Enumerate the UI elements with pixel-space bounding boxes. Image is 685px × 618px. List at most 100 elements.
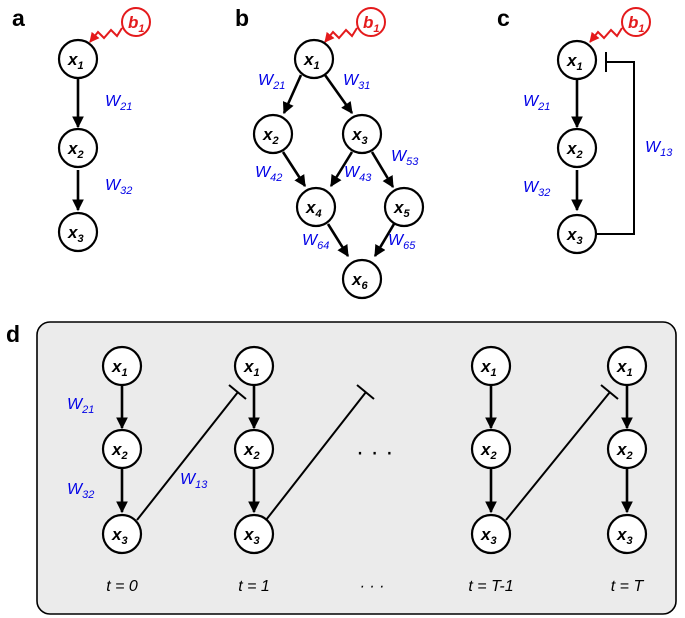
panel-label-a: a [12, 5, 25, 31]
node-x1-label: x1 [67, 50, 84, 72]
panel-label-c: c [497, 5, 510, 31]
node-x5-label: x5 [393, 198, 410, 220]
node-x3-label: x3 [111, 525, 128, 547]
node-x2 [57, 127, 99, 169]
node-x2-label: x2 [67, 139, 84, 161]
weight-label-w21: W21 [523, 93, 550, 113]
perturbation-label: b1 [628, 13, 645, 35]
node-x3-label: x3 [566, 225, 583, 247]
node-x2-label: x2 [616, 440, 633, 462]
time-step-0: x1 x2 x3 W21 W32 W13 [67, 345, 208, 555]
time-label-ellipsis: · · · [360, 578, 385, 595]
panel-c: b1 x1 x2 x3 W21 W32 W13 [523, 7, 673, 255]
ellipsis: · · · [356, 439, 393, 466]
edge-x3-x5 [370, 151, 395, 189]
node-x2 [606, 428, 648, 470]
weight-label-w31: W31 [343, 72, 370, 92]
node-x2-label: x2 [566, 139, 583, 161]
node-x3-label: x3 [67, 223, 84, 245]
time-label-T: t = T [611, 578, 645, 595]
inhibition-edge-t1-next [265, 391, 367, 521]
node-x4 [295, 186, 337, 228]
node-x5 [383, 186, 425, 228]
weight-label-w32: W32 [105, 177, 132, 197]
edge-x1-x2 [282, 74, 303, 115]
node-x3 [341, 113, 383, 155]
inhibition-edge-tT-1-tT [505, 391, 611, 521]
panel-label-b: b [235, 5, 249, 31]
weight-label-w42: W42 [255, 164, 282, 184]
node-x1 [606, 345, 648, 387]
node-x3 [101, 513, 143, 555]
node-x4-label: x4 [305, 198, 322, 220]
node-x3 [556, 213, 598, 255]
node-x2 [556, 127, 598, 169]
node-x1 [233, 345, 275, 387]
node-x2-label: x2 [480, 440, 497, 462]
panel-label-d: d [6, 321, 20, 347]
perturbation-node-b1 [121, 7, 151, 37]
weight-label-w64: W64 [302, 232, 329, 252]
time-label-0: t = 0 [106, 578, 138, 595]
perturbation-arrow [89, 27, 123, 43]
perturbation-arrow [589, 27, 623, 43]
inhibition-edge-x3-x1 [596, 61, 635, 235]
node-x1 [556, 39, 598, 81]
weight-label-w32: W32 [67, 481, 94, 501]
inhibition-bar [600, 384, 619, 400]
weight-label-w13: W13 [180, 471, 208, 491]
weight-label-w13: W13 [645, 139, 673, 159]
node-x2-label: x2 [243, 440, 260, 462]
node-x3 [57, 211, 99, 253]
weight-label-w21: W21 [67, 396, 94, 416]
node-x6 [341, 258, 383, 300]
weight-label-w53: W53 [391, 148, 419, 168]
node-x2-label: x2 [262, 125, 279, 147]
node-x1 [470, 345, 512, 387]
node-x3-label: x3 [616, 525, 633, 547]
node-x1-label: x1 [303, 50, 320, 72]
node-x2-label: x2 [111, 440, 128, 462]
edge-x4-x6 [326, 223, 350, 257]
weight-label-w65: W65 [388, 232, 416, 252]
node-x1 [57, 38, 99, 80]
inhibition-edge-t0-t1 [136, 391, 239, 521]
perturbation-label: b1 [128, 13, 145, 35]
node-x2 [101, 428, 143, 470]
edge-x3-x4 [329, 151, 354, 187]
perturbation-label: b1 [363, 13, 380, 35]
weight-label-w32: W32 [523, 179, 550, 199]
node-x2 [470, 428, 512, 470]
node-x3 [470, 513, 512, 555]
inhibition-bar [228, 384, 247, 400]
edge-x5-x6 [373, 223, 396, 258]
perturbation-node-b1 [356, 7, 386, 37]
node-x2 [252, 113, 294, 155]
time-step-1: x1 x2 x3 [233, 345, 275, 555]
weight-label-w21: W21 [105, 93, 132, 113]
node-x1 [101, 345, 143, 387]
panel-b: b1 x1 x2 x3 x4 x5 x6 W21 W31 W42 W43 W53… [252, 7, 425, 300]
time-label-1: t = 1 [238, 578, 270, 595]
node-x3 [233, 513, 275, 555]
node-x1-label: x1 [616, 357, 633, 379]
node-x2 [233, 428, 275, 470]
unrolled-time-panel [36, 321, 677, 615]
time-step-T: x1 x2 x3 [606, 345, 648, 555]
node-x1 [293, 38, 335, 80]
edge-x1-x3 [323, 74, 354, 114]
panel-d: x1 x2 x3 W21 W32 W13 x1 x2 x3 · · · [36, 321, 677, 615]
weight-label-w21: W21 [258, 72, 285, 92]
perturbation-arrow [324, 27, 358, 43]
node-x3-label: x3 [243, 525, 260, 547]
node-x3-label: x3 [351, 125, 368, 147]
node-x3 [606, 513, 648, 555]
time-step-T-minus-1: x1 x2 x3 [470, 345, 512, 555]
node-x1-label: x1 [111, 357, 128, 379]
inhibition-bar [356, 384, 375, 400]
node-x1-label: x1 [566, 51, 583, 73]
perturbation-node-b1 [621, 7, 651, 37]
node-x1-label: x1 [243, 357, 260, 379]
node-x1-label: x1 [480, 357, 497, 379]
